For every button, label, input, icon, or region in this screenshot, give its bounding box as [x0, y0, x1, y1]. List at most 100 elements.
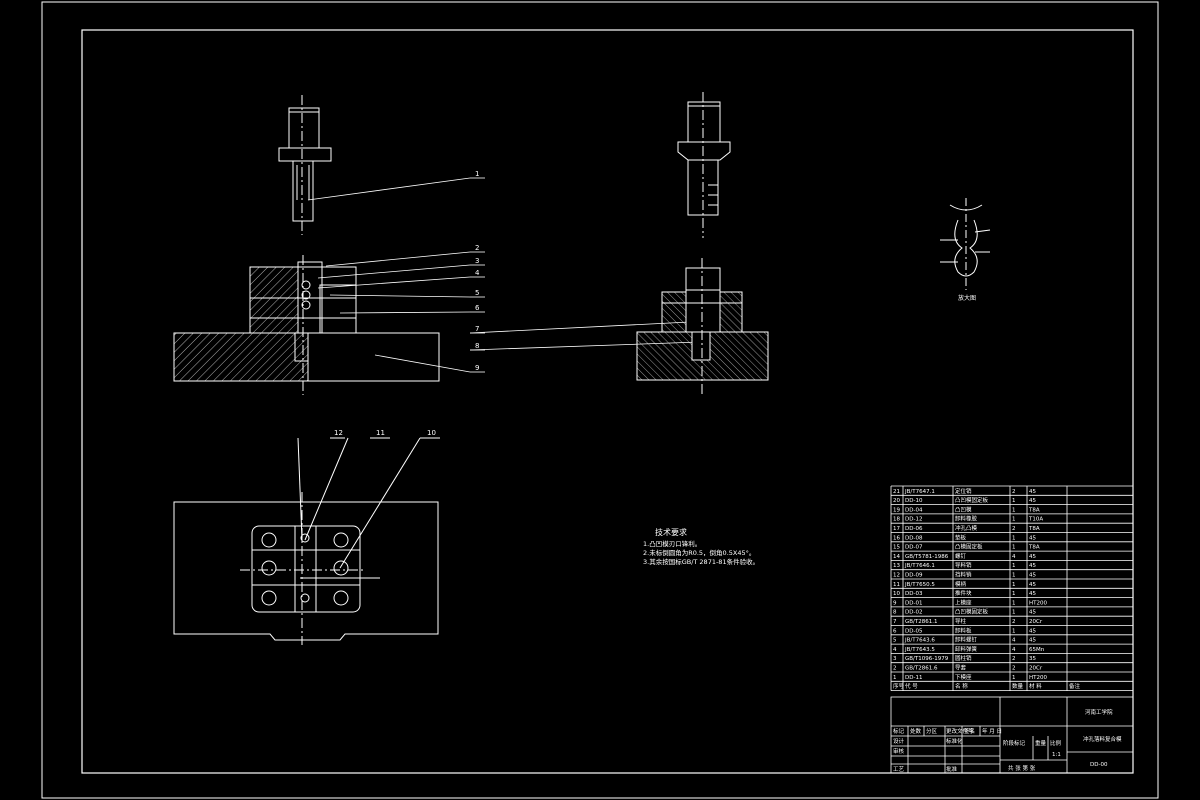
bom-cell-no: 6 [893, 628, 897, 634]
balloon-labels: 1 2 3 4 5 6 7 8 9 [475, 170, 480, 372]
label-zone: 分区 [926, 727, 938, 735]
bom-cell-qty: 1 [1012, 573, 1016, 579]
bom-cell-no: 8 [893, 610, 897, 616]
label-sheets: 共 张 第 张 [1008, 764, 1036, 772]
bom-cell-mat: 45 [1029, 535, 1036, 541]
bom-cell-name: 凸凹模固定板 [955, 496, 989, 504]
bom-cell-code: DD-03 [905, 591, 923, 597]
label-change-doc: 更改文件号 [946, 727, 974, 735]
label-approve: 批准 [946, 765, 958, 773]
bom-cell-qty: 1 [1012, 582, 1016, 588]
bom-cell-mat: 45 [1029, 498, 1036, 504]
bom-cell-name: 模柄 [955, 580, 967, 588]
bom-cell-qty: 1 [1012, 628, 1016, 634]
bom-cell-qty: 1 [1012, 610, 1016, 616]
bom-cell-mat: 45 [1029, 591, 1036, 597]
bom-cell-no: 17 [893, 526, 900, 532]
bom-cell-mat: 35 [1029, 656, 1036, 662]
title-block [890, 696, 1134, 774]
bom-cell-code: GB/T1096-1979 [905, 656, 949, 662]
bom-cell-code: JB/T7643.6 [904, 638, 935, 644]
balloon-7: 7 [475, 325, 479, 333]
label-mark: 标记 [893, 727, 905, 735]
bom-cell-name: 挡料销 [955, 571, 972, 579]
bom-cell-code: DD-04 [905, 507, 923, 513]
bom-cell-mat: 45 [1029, 573, 1036, 579]
side-punch [677, 92, 731, 238]
detail-part [940, 198, 991, 290]
tech-note-2: 2.未标倒圆角为R0.5，倒角0.5X45°。 [643, 549, 756, 557]
bom-cell-mat: T8A [1028, 545, 1040, 551]
front-leaders [307, 177, 701, 373]
bom-table [890, 485, 1134, 691]
scale-value: 1:1 [1052, 752, 1061, 758]
bom-cell-no: 11 [893, 582, 900, 588]
bom-cell-code: DD-08 [905, 535, 923, 541]
bom-cell-no: 15 [893, 545, 900, 551]
bom-cell-name: 螺钉 [955, 552, 967, 560]
title-block-text: 河南工学院 冲孔落料复合模 DD-00 标记 处数 分区 更改文件号 签名 年 … [893, 708, 1122, 773]
bom-cell-no: 10 [893, 591, 900, 597]
bom-cell-qty: 1 [1012, 498, 1016, 504]
bom-cell-name: 下模座 [955, 673, 972, 681]
bom-cell-no: 20 [893, 498, 900, 504]
detail-label: 放大图 [958, 294, 976, 302]
balloon-10: 10 [427, 429, 436, 437]
bom-cell-code: DD-12 [905, 517, 922, 523]
tech-note-1: 1.凸凹模刃口锋利。 [643, 540, 702, 548]
bom-cell-no: 9 [893, 600, 897, 606]
bom-cell-qty: 1 [1012, 591, 1016, 597]
school-name: 河南工学院 [1085, 708, 1113, 716]
bom-header-mat: 材 料 [1029, 682, 1042, 690]
label-date: 年 月 日 [982, 727, 1002, 735]
bom-cell-qty: 2 [1012, 489, 1016, 495]
bom-cell-qty: 4 [1012, 647, 1016, 653]
bom-cell-mat: 45 [1029, 610, 1036, 616]
bom-cell-name: 定位销 [955, 487, 972, 495]
bom-cell-code: JB/T7647.1 [904, 489, 935, 495]
bom-cell-code: GB/T5781-1986 [905, 554, 949, 560]
bom-cell-qty: 1 [1012, 545, 1016, 551]
bom-cell-qty: 2 [1012, 656, 1016, 662]
side-die-set [636, 258, 769, 395]
drawing-name: 冲孔落料复合模 [1083, 735, 1122, 743]
bom-cell-code: DD-09 [905, 573, 923, 579]
bom-header-no: 序号 [893, 682, 905, 690]
bom-cell-no: 19 [893, 507, 900, 513]
label-scale: 比例 [1050, 739, 1062, 747]
bom-cell-qty: 4 [1012, 638, 1016, 644]
bom-cell-mat: 65Mn [1029, 647, 1045, 653]
balloon-6: 6 [475, 304, 480, 312]
bom-cell-mat: 45 [1029, 638, 1036, 644]
bom-cell-mat: T8A [1028, 526, 1040, 532]
bom-cell-name: 垫板 [955, 533, 967, 541]
bom-cell-mat: T8A [1028, 507, 1040, 513]
inner-border [81, 29, 1134, 774]
bom-cell-qty: 1 [1012, 563, 1016, 569]
bom-cell-code: GB/T2861.1 [905, 619, 938, 625]
plan-balloons: 12 11 10 [334, 429, 436, 437]
bom-cell-name: 凸凹模 [955, 505, 972, 513]
bom-cell-name: 圆柱销 [955, 654, 972, 662]
bom-cell-mat: 20Cr [1029, 619, 1043, 625]
balloon-11: 11 [376, 429, 385, 437]
tech-note-3: 3.其余按国标GB/T 2871-81条件验收。 [643, 558, 760, 566]
bom-cell-no: 16 [893, 535, 900, 541]
balloon-4: 4 [475, 269, 480, 277]
bom-cell-code: DD-01 [905, 600, 922, 606]
label-sign: 签名 [964, 727, 975, 735]
bom-cell-no: 13 [893, 563, 900, 569]
bom-cell-no: 18 [893, 517, 900, 523]
bom-header-code: 代 号 [905, 682, 918, 690]
balloon-8: 8 [475, 342, 479, 350]
label-process: 工艺 [893, 766, 905, 773]
bom-cell-mat: HT200 [1029, 675, 1047, 681]
bom-cell-no: 12 [893, 573, 900, 579]
bom-cell-name: 卸料弹簧 [955, 645, 978, 653]
bom-cell-name: 导套 [955, 664, 967, 672]
bom-cell-name: 冲孔凸模 [955, 524, 978, 532]
plan-view [173, 437, 440, 645]
bom-cell-qty: 1 [1012, 507, 1016, 513]
